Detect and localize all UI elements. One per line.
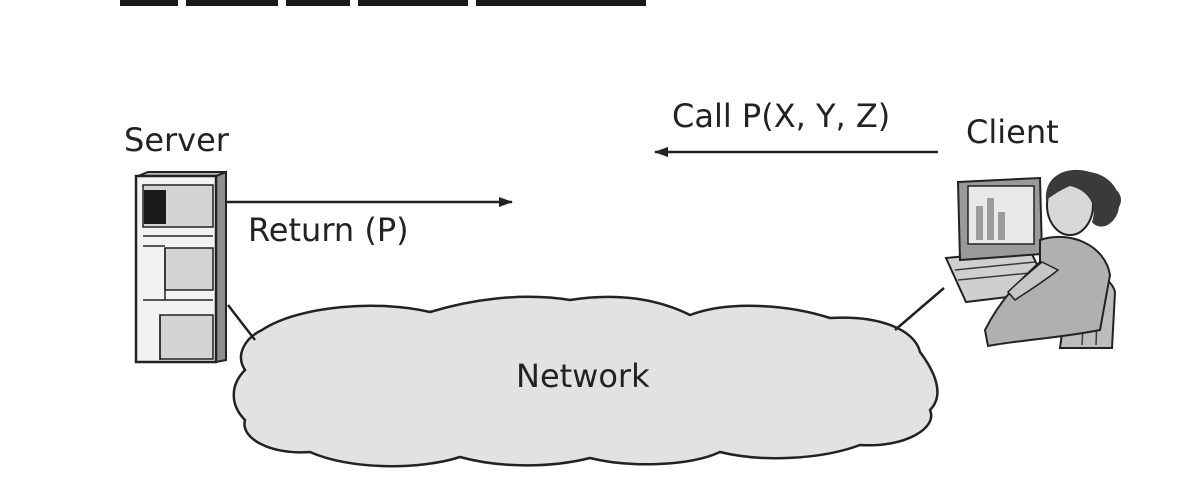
server-label: Server: [124, 121, 229, 159]
server-network-link: [227, 304, 256, 341]
network-label: Network: [516, 357, 650, 395]
client-network-link: [894, 287, 945, 331]
client-label: Client: [966, 113, 1059, 151]
network-cloud: [232, 295, 939, 468]
person-at-computer-icon: [944, 169, 1121, 349]
server-tower-icon: [134, 170, 227, 364]
call-label: Call P(X, Y, Z): [672, 97, 891, 135]
return-label: Return (P): [248, 211, 409, 249]
cropped-heading-fragment: [120, 0, 654, 6]
